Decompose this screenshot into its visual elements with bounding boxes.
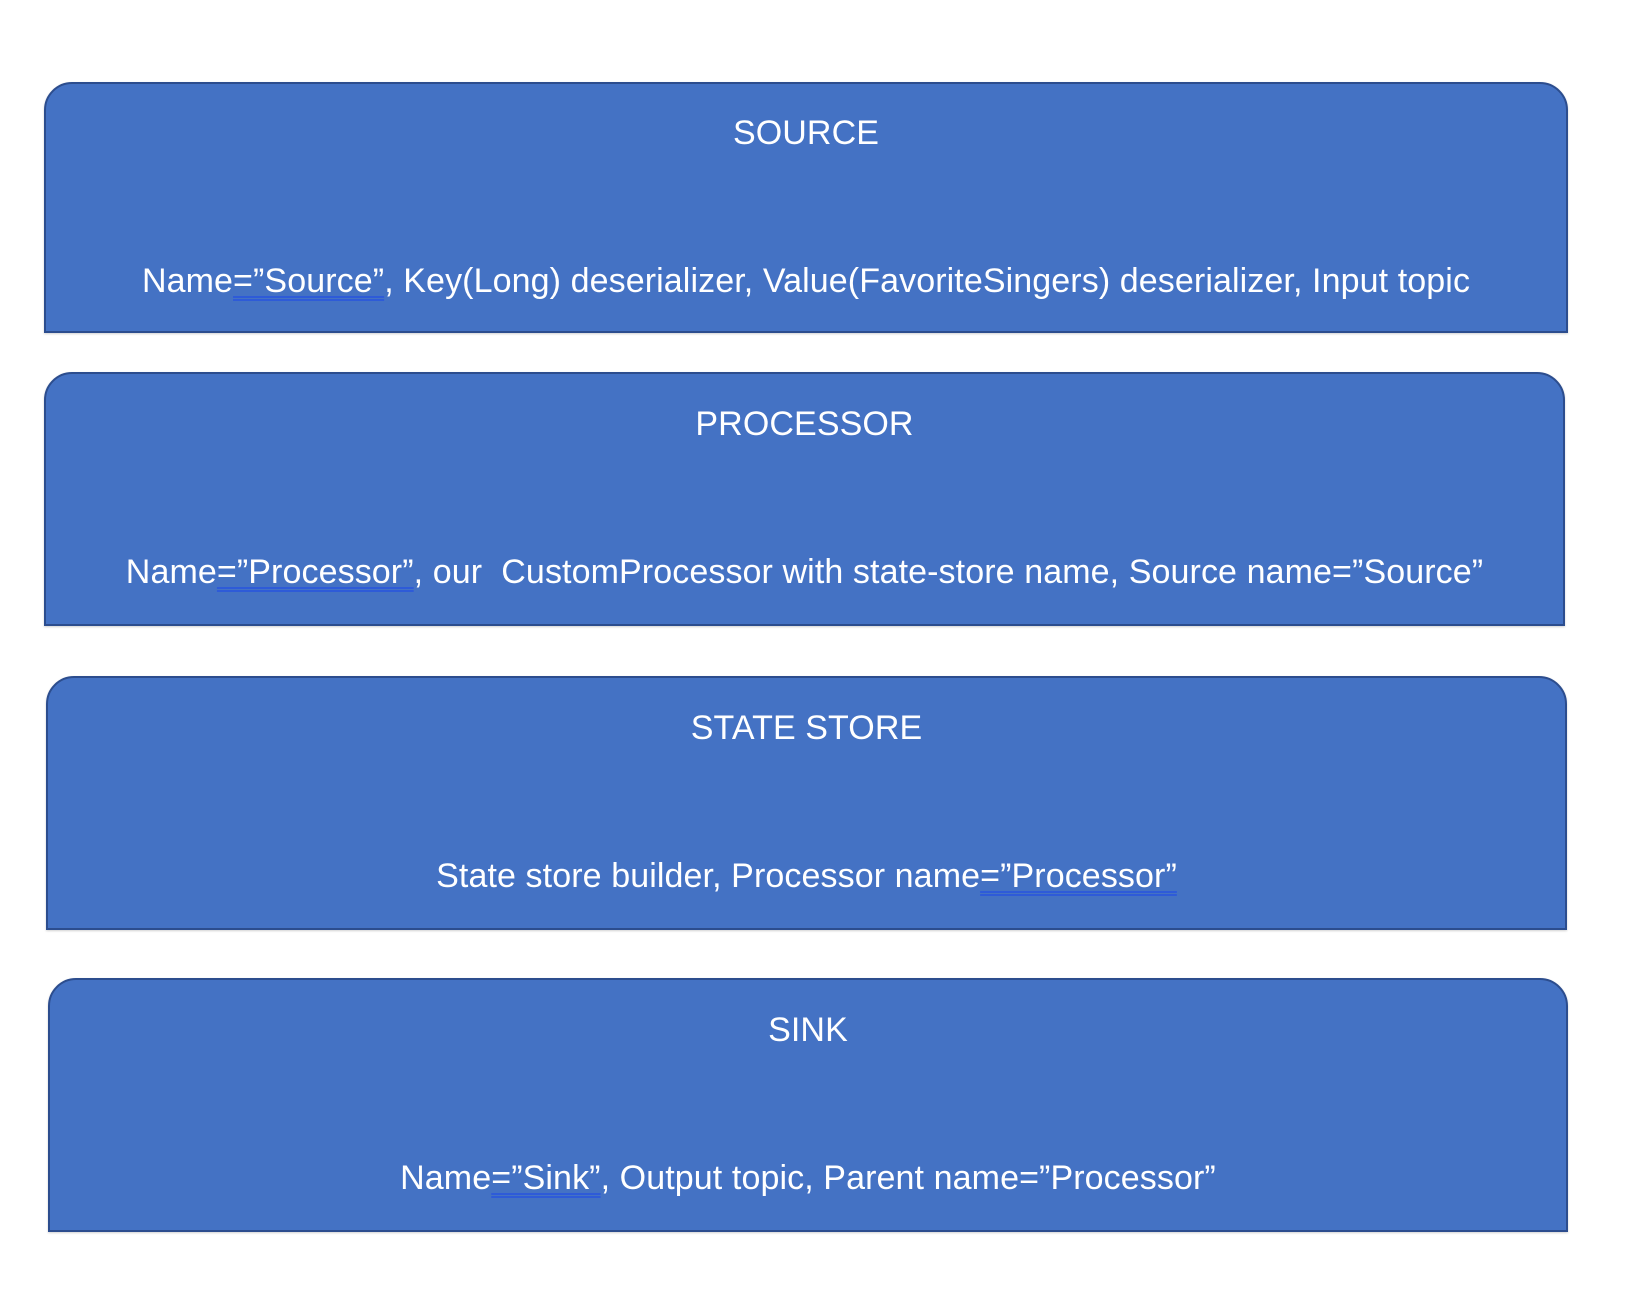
topology-node-state-store[interactable]: STATE STORE State store builder, Process… [46, 676, 1567, 930]
node-desc-prefix-processor: Name [125, 553, 217, 592]
node-desc-prefix-sink: Name [400, 1159, 492, 1198]
node-description-sink: Name=”Sink”, Output topic, Parent name=”… [66, 1154, 1550, 1203]
node-desc-link-sink[interactable]: =”Sink” [491, 1159, 601, 1198]
node-description-processor: Name=”Processor”, our CustomProcessor wi… [62, 548, 1547, 597]
node-title-source: SOURCE [732, 113, 880, 152]
node-text-processor: PROCESSOR Name=”Processor”, our CustomPr… [46, 302, 1563, 696]
node-desc-link-processor[interactable]: =”Processor” [216, 553, 414, 592]
node-desc-suffix-sink: , Output topic, Parent name=”Processor” [600, 1159, 1216, 1198]
node-desc-link-source[interactable]: =”Source” [233, 261, 385, 300]
node-desc-link-state-store[interactable]: =”Processor” [980, 857, 1177, 896]
topology-node-sink[interactable]: SINK Name=”Sink”, Output topic, Parent n… [48, 978, 1568, 1232]
node-description-state-store: State store builder, Processor name=”Pro… [64, 852, 1549, 901]
node-text-source: SOURCE Name=”Source”, Key(Long) deserial… [46, 10, 1566, 404]
node-text-sink: SINK Name=”Sink”, Output topic, Parent n… [50, 908, 1566, 1302]
node-desc-suffix-source: , Key(Long) deserializer, Value(Favorite… [384, 261, 1471, 300]
node-text-state-store: STATE STORE State store builder, Process… [48, 606, 1565, 1000]
node-title-sink: SINK [768, 1011, 848, 1050]
node-desc-prefix-state-store: State store builder, Processor name [436, 857, 981, 896]
node-description-source: Name=”Source”, Key(Long) deserializer, V… [62, 257, 1550, 306]
topology-node-source[interactable]: SOURCE Name=”Source”, Key(Long) deserial… [44, 82, 1568, 333]
topology-node-processor[interactable]: PROCESSOR Name=”Processor”, our CustomPr… [44, 372, 1565, 626]
node-desc-suffix-processor: , our CustomProcessor with state-store n… [413, 553, 1484, 592]
node-desc-prefix-source: Name [141, 261, 234, 300]
node-title-state-store: STATE STORE [690, 709, 923, 748]
node-title-processor: PROCESSOR [695, 405, 914, 444]
